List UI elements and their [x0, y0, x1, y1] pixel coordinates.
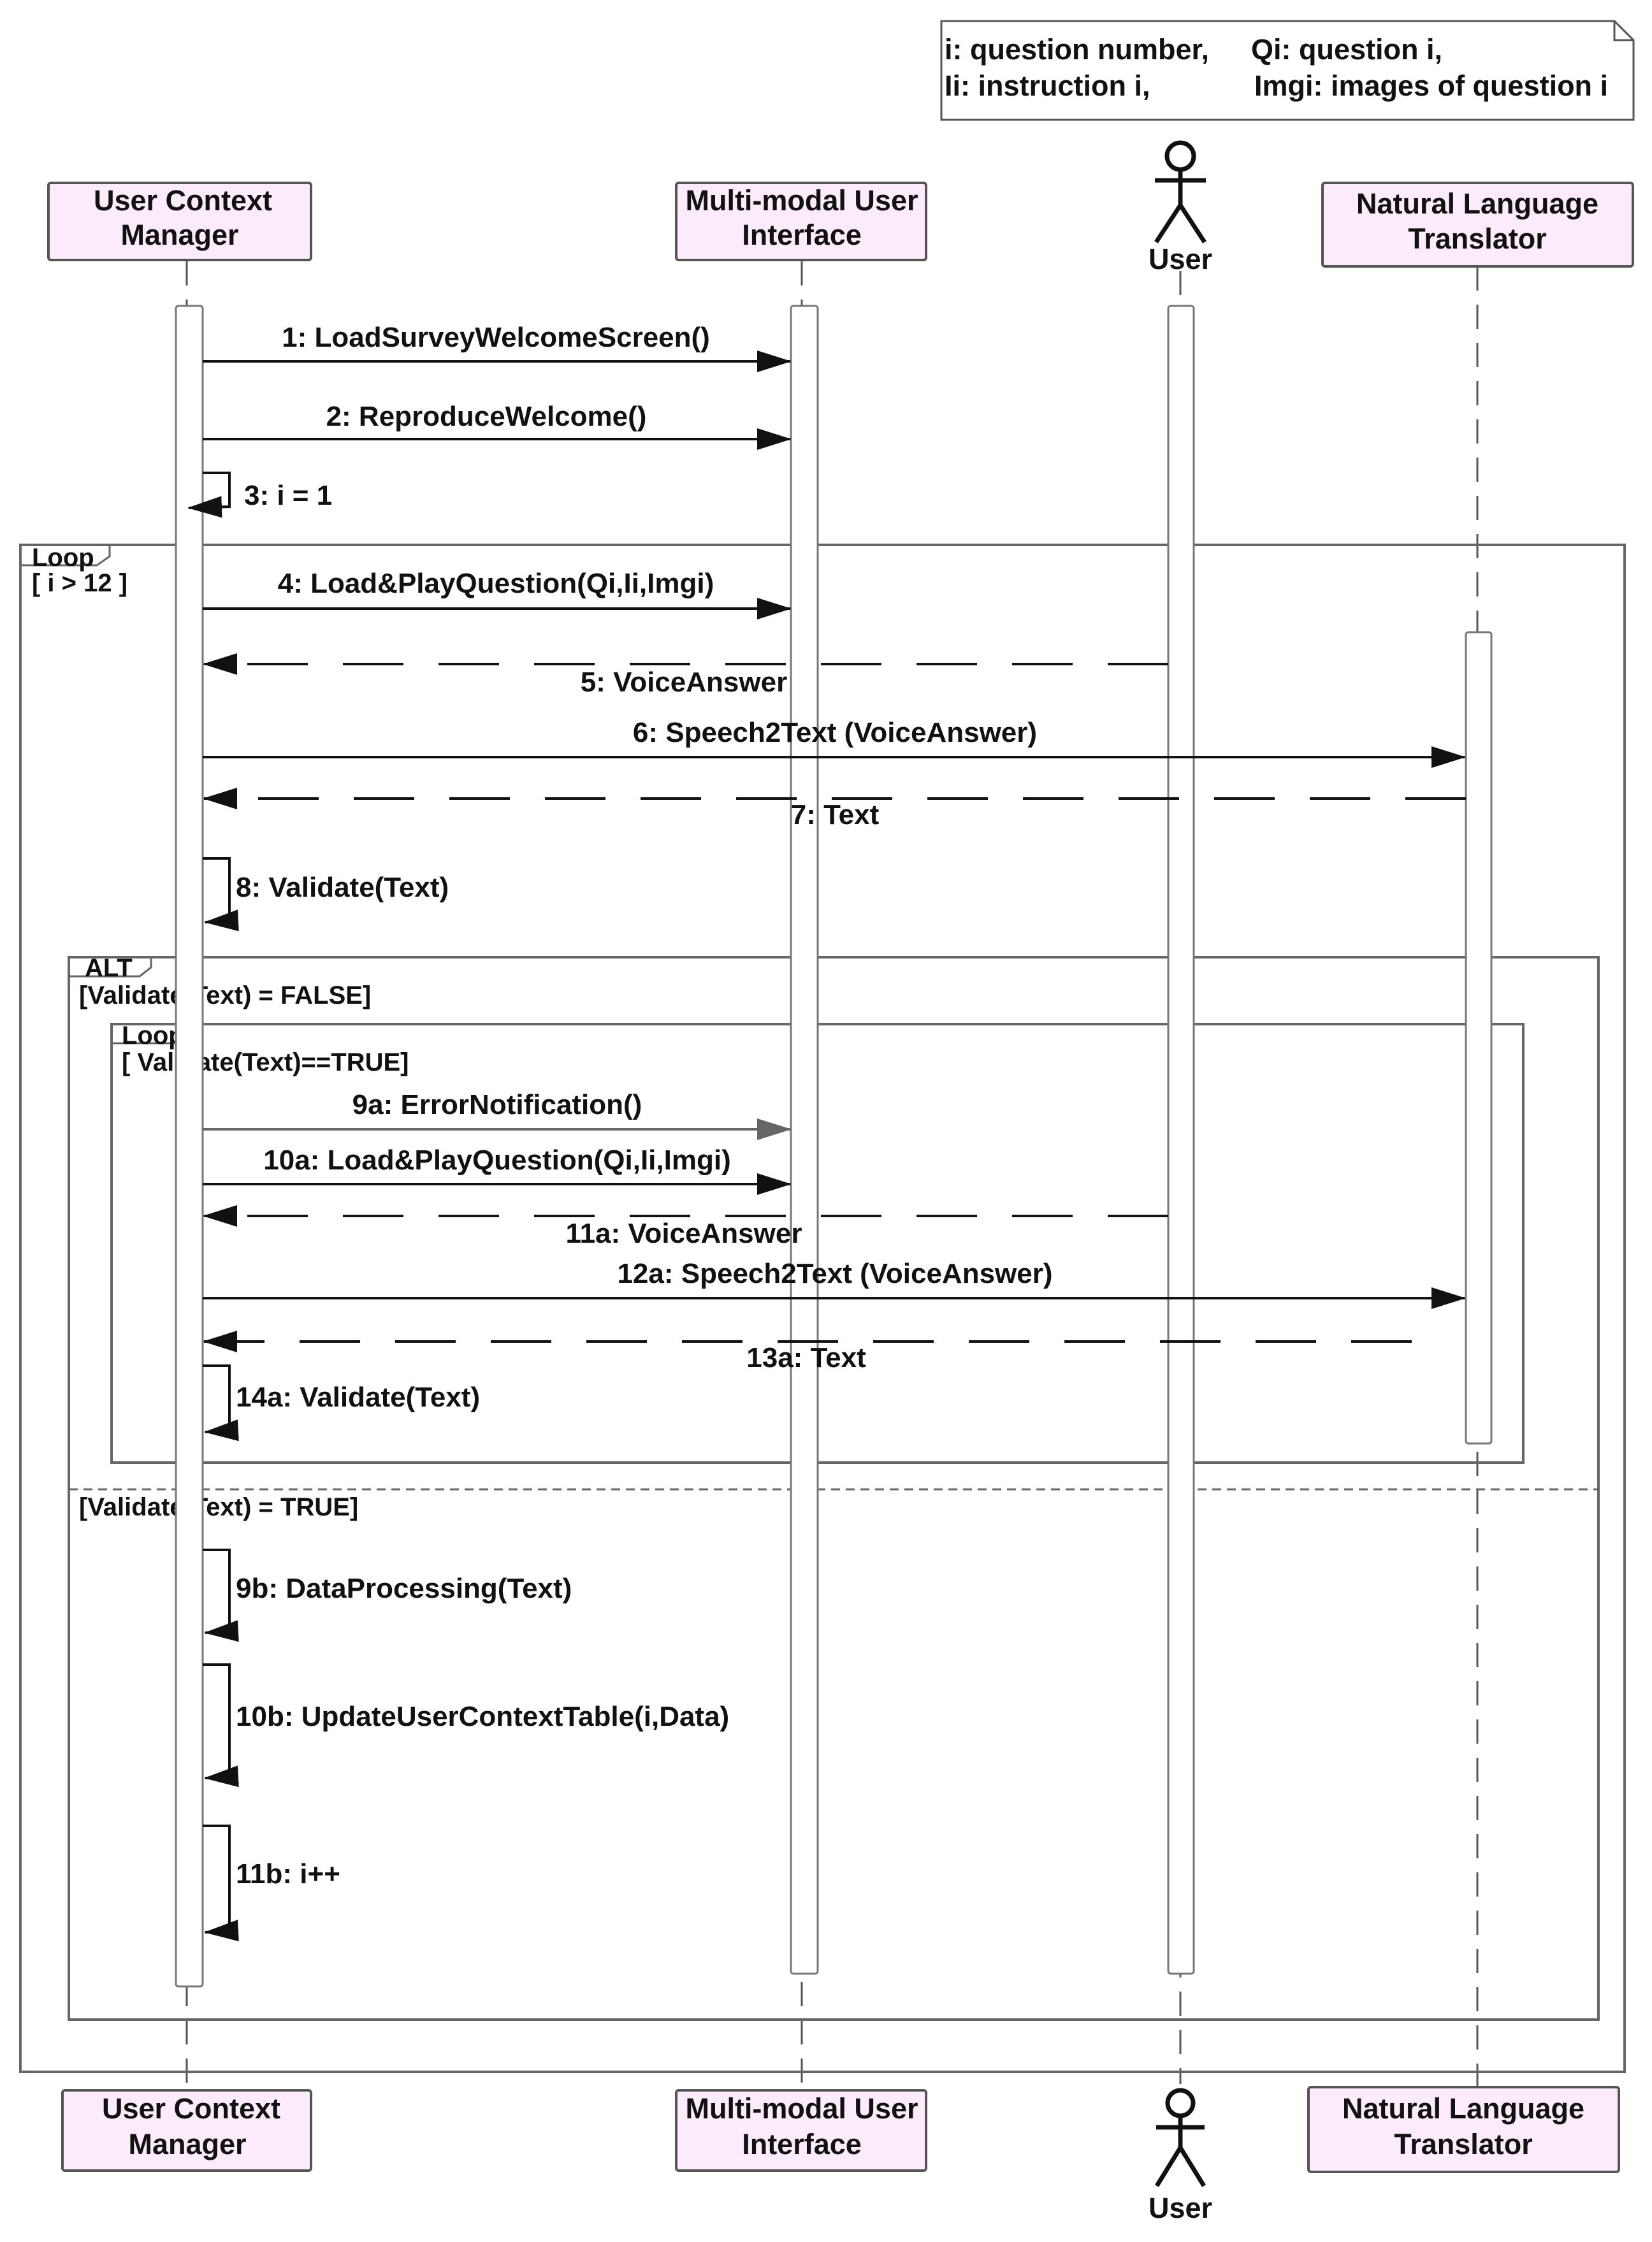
msg-14a-self-arrow: [203, 1364, 239, 1442]
participant-user-top: User: [1148, 140, 1212, 275]
msg-9b-label: 9b: DataProcessing(Text): [236, 1573, 572, 1604]
outer-loop-guard: [ i > 12 ]: [32, 569, 127, 597]
note-line2-left: Ii: instruction i,: [945, 69, 1150, 102]
participant-ucm-bottom: User Context Manager: [61, 2089, 312, 2172]
outer-loop-frame: Loop [ i > 12 ]: [19, 544, 1626, 2073]
participant-ucm-top: User Context Manager: [47, 182, 312, 261]
user-top-label: User: [1148, 243, 1212, 275]
msg-4-label: 4: Load&PlayQuestion(Qi,Ii,Imgi): [278, 568, 714, 599]
nlt-bottom-line1: Natural Language: [1342, 2092, 1584, 2125]
outer-loop-keyword: Loop: [32, 544, 94, 572]
msg-11b-self-arrow: [203, 1825, 239, 1942]
msg-14a-label: 14a: Validate(Text): [236, 1382, 480, 1413]
msg-8-label: 8: Validate(Text): [236, 872, 449, 903]
msg-9a-label: 9a: ErrorNotification(): [352, 1089, 642, 1120]
actor-icon-bottom: [1155, 2088, 1206, 2187]
ucm-activation: [175, 305, 204, 1988]
nlt-bottom-line2: Translator: [1394, 2128, 1533, 2160]
msg-9b-self-arrow: [203, 1549, 239, 1642]
user-activation: [1167, 305, 1195, 1975]
nlt-top-line2: Translator: [1408, 222, 1547, 255]
alt-keyword: ALT: [85, 954, 133, 982]
mui-bottom-line1: Multi-modal User: [685, 2092, 918, 2125]
actor-icon: [1154, 140, 1206, 243]
msg-2-label: 2: ReproduceWelcome(): [326, 401, 647, 432]
legend-note: i: question number, Qi: question i, Ii: …: [940, 20, 1635, 121]
ucm-bottom-line2: Manager: [128, 2128, 246, 2160]
participant-nlt-top: Natural Language Translator: [1321, 182, 1634, 268]
msg-1-label: 1: LoadSurveyWelcomeScreen(): [282, 322, 710, 353]
alt-guard-true: [Validate(Text) = TRUE]: [79, 1493, 358, 1521]
alt-guard-false: [Validate(Text) = FALSE]: [79, 981, 371, 1009]
mui-top-line1: Multi-modal User: [685, 184, 918, 217]
messages: 1: LoadSurveyWelcomeScreen() 2: Reproduc…: [187, 322, 1466, 1942]
nlt-top-line1: Natural Language: [1356, 187, 1598, 220]
participant-mui-bottom: Multi-modal User Interface: [675, 2089, 927, 2172]
msg-6-label: 6: Speech2Text (VoiceAnswer): [633, 717, 1037, 748]
user-bottom-label: User: [1148, 2192, 1212, 2224]
msg-8-self-arrow: [203, 857, 239, 932]
msg-10a-label: 10a: Load&PlayQuestion(Qi,Ii,Imgi): [263, 1145, 730, 1176]
inner-loop-keyword: Loop: [122, 1022, 184, 1050]
participant-mui-top: Multi-modal User Interface: [675, 182, 927, 261]
msg-11b-label: 11b: i++: [236, 1858, 340, 1890]
msg-10b-label: 10b: UpdateUserContextTable(i,Data): [236, 1701, 729, 1732]
inner-loop-guard: [ Validate(Text)==TRUE]: [122, 1048, 409, 1076]
nlt-activation: [1465, 631, 1493, 1445]
activation-bars: [175, 305, 1493, 1988]
note-line1-right: Qi: question i,: [1251, 33, 1442, 66]
ucm-top-line1: User Context: [94, 184, 272, 217]
alt-frame: ALT [Validate(Text) = FALSE] [Validate(T…: [68, 954, 1600, 2021]
msg-5-label: 5: VoiceAnswer: [581, 667, 787, 698]
participant-nlt-bottom: Natural Language Translator: [1307, 2086, 1620, 2173]
mui-bottom-line2: Interface: [742, 2128, 862, 2160]
participant-user-bottom: User: [1148, 2088, 1212, 2224]
msg-12a-label: 12a: Speech2Text (VoiceAnswer): [617, 1258, 1052, 1289]
msg-10b-self-arrow: [203, 1663, 239, 1788]
ucm-bottom-line1: User Context: [102, 2092, 280, 2125]
msg-3-label: 3: i = 1: [244, 480, 332, 511]
msg-3-self-arrow: [187, 472, 231, 518]
note-line2-right: Imgi: images of question i: [1254, 69, 1608, 102]
ucm-top-line2: Manager: [120, 219, 238, 251]
mui-activation: [790, 305, 819, 1975]
msg-7-label: 7: Text: [791, 799, 880, 830]
msg-13a-label: 13a: Text: [746, 1342, 866, 1373]
msg-11a-label: 11a: VoiceAnswer: [566, 1218, 802, 1249]
mui-top-line2: Interface: [742, 219, 862, 251]
note-line1-left: i: question number,: [945, 33, 1209, 66]
